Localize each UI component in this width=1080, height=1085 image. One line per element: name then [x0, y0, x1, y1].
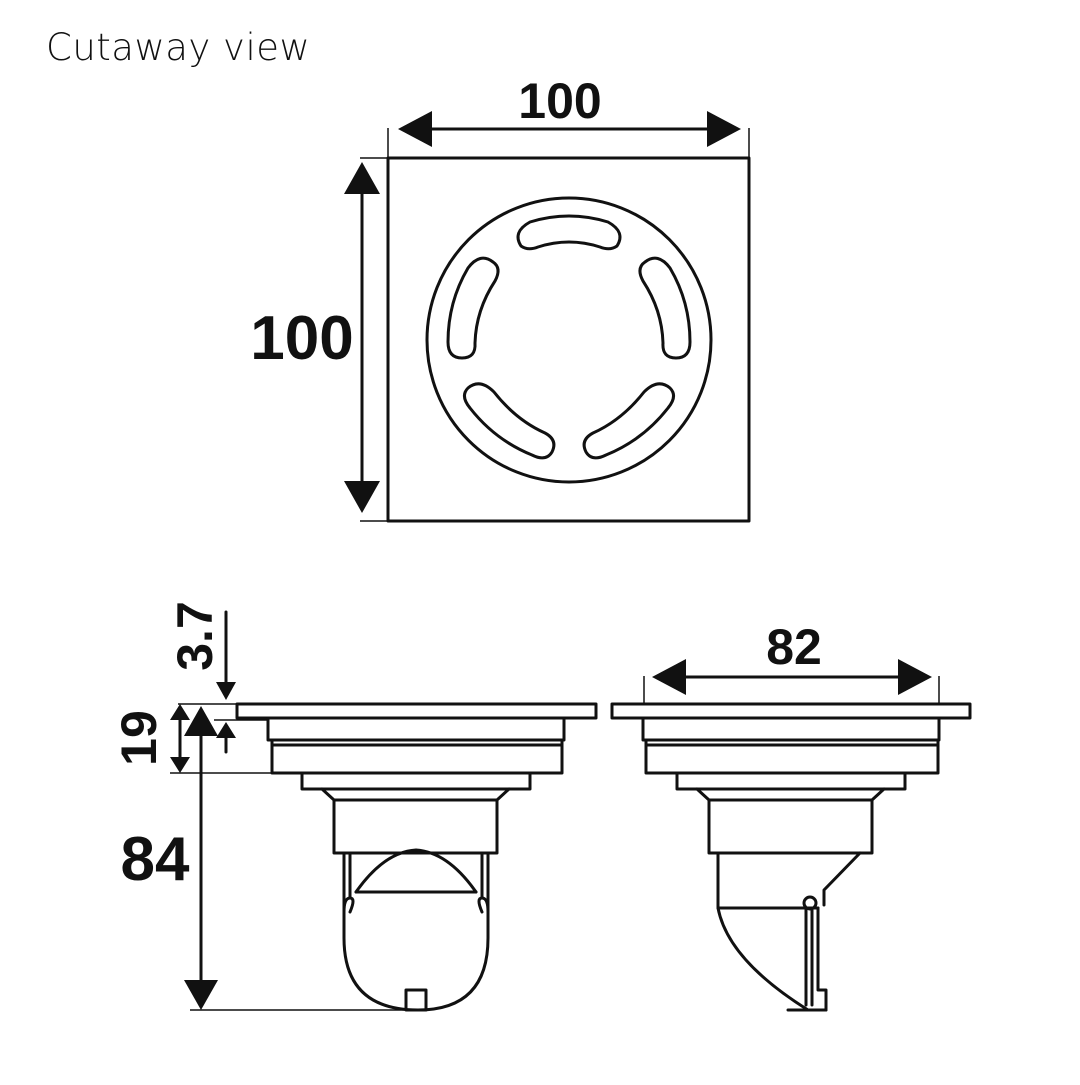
front-view: 3.7 19 84: [111, 601, 598, 1012]
dimension-flange-thickness: 3.7: [167, 601, 268, 754]
dimension-side-width: 82: [643, 619, 940, 704]
dimension-label-top-height: 100: [250, 304, 353, 373]
dimension-label-total-depth: 84: [121, 825, 190, 894]
top-view: 100 100: [250, 73, 751, 523]
front-pipe: [332, 798, 499, 855]
dimension-top-height: 100: [250, 157, 388, 522]
dimension-body-height: 19: [111, 704, 272, 774]
side-pipe: [707, 798, 874, 855]
dimension-total-depth: 84: [121, 706, 418, 1011]
slot-right: [638, 256, 692, 360]
dimension-label-body-height: 19: [111, 710, 167, 766]
side-flange: [610, 702, 972, 720]
side-trap-body: [716, 851, 828, 1012]
slot-left: [446, 256, 500, 360]
page-title: Cutaway view: [46, 26, 311, 69]
dimension-label-flange-thickness: 3.7: [167, 601, 223, 671]
side-step: [675, 771, 907, 791]
front-drain-tab: [404, 988, 428, 1012]
dimension-label-top-width: 100: [518, 73, 601, 129]
front-trap-body: [342, 851, 490, 1012]
grate-slots: [446, 214, 692, 460]
front-flange: [235, 702, 598, 720]
dimension-top-width: 100: [387, 73, 750, 158]
dimension-label-side-width: 82: [766, 619, 822, 675]
front-step: [300, 771, 532, 791]
side-body-upper: [641, 716, 941, 742]
grate-circle: [425, 196, 713, 484]
side-hinge-pin: [802, 895, 818, 911]
front-body-upper: [266, 716, 566, 742]
drain-grate-outline: [386, 156, 751, 523]
slot-bottom-right: [582, 382, 675, 460]
slot-top: [516, 214, 622, 251]
side-view: 82: [610, 619, 972, 1012]
slot-bottom-left: [463, 382, 556, 460]
